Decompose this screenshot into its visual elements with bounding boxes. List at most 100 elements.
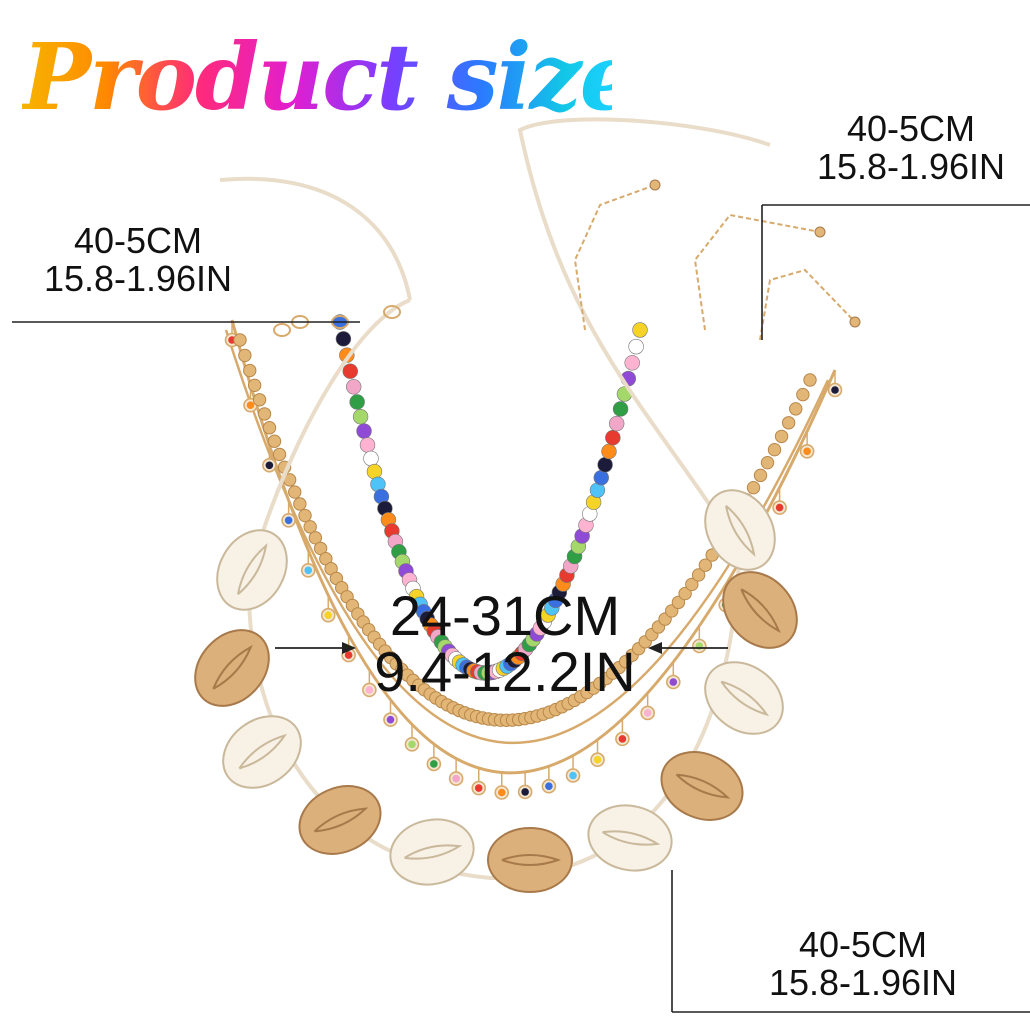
cowrie-shell (587, 804, 673, 872)
seed-bead (605, 429, 621, 446)
seed-bead-strand (332, 314, 648, 681)
charm-gem (408, 740, 416, 749)
cowrie-shell (222, 715, 302, 789)
charm-gem (618, 735, 627, 743)
charm-gem (324, 611, 333, 620)
gold-bead (781, 416, 796, 430)
charm-gem (246, 401, 255, 409)
charm-gem (304, 566, 313, 575)
charm-gem (545, 782, 553, 791)
seed-bead (359, 437, 376, 453)
cowrie-shell (722, 571, 798, 649)
gold-bead (803, 373, 817, 387)
dimension-lines (12, 204, 1030, 1013)
gold-bead (678, 586, 692, 601)
charm-gem (521, 788, 529, 796)
seed-bead (335, 331, 352, 347)
extender-3 (759, 268, 856, 341)
gold-bead (267, 434, 282, 448)
seed-bead (366, 463, 383, 480)
seed-bead (608, 415, 625, 432)
gold-bead (753, 468, 768, 483)
charm-gem (344, 651, 353, 659)
page-title: Product size (22, 2, 638, 152)
seed-bead (342, 363, 358, 379)
gold-bead (288, 485, 302, 499)
gold-bead (257, 407, 272, 421)
gold-bead (789, 402, 803, 416)
cord-right (517, 117, 771, 522)
top-right-measurement: 40-5CM 15.8-1.96IN (792, 110, 1030, 186)
charm-gem (593, 755, 602, 764)
charm-gem (284, 516, 293, 525)
bottom-right-measurement: 40-5CM 15.8-1.96IN (744, 926, 982, 1002)
gold-bead (252, 393, 267, 407)
seed-bead (356, 423, 372, 439)
extender-chains (273, 179, 861, 341)
seed-bead (601, 443, 617, 460)
top-left-measurement: 40-5CM 15.8-1.96IN (18, 222, 258, 298)
cowrie-shell (487, 827, 573, 893)
gold-bead (308, 531, 323, 545)
left-arrow (275, 642, 356, 654)
seed-bead (349, 394, 365, 410)
bottom-right-measurement-cm: 40-5CM (798, 924, 928, 965)
cord-left-lower (258, 298, 411, 541)
charm-gem (365, 686, 374, 694)
second-chain (224, 329, 830, 745)
gold-bead (243, 363, 257, 378)
gold-bead (262, 421, 277, 435)
cowrie-shell (216, 529, 288, 611)
charm-gem (803, 447, 811, 456)
charm-gem (569, 771, 577, 780)
gold-bead (685, 577, 699, 592)
lobster-clasp (273, 323, 291, 337)
seed-bead (632, 322, 648, 338)
seed-bead (593, 469, 609, 486)
gold-bead (767, 442, 782, 457)
bottom-right-measurement-in: 15.8-1.96IN (768, 962, 958, 1003)
charm-gem (775, 503, 784, 512)
charm-gem (430, 760, 438, 768)
seed-bead (363, 450, 379, 467)
cowrie-shell (704, 489, 776, 571)
cowrie-shell (298, 785, 382, 855)
gold-bead (796, 387, 810, 402)
gold-bead (746, 480, 761, 495)
gold-bead (238, 348, 252, 363)
gold-bead (698, 558, 713, 572)
cowrie-shells (194, 489, 798, 893)
gold-bead (293, 497, 307, 511)
gold-bead (671, 595, 686, 610)
seed-bead (612, 401, 629, 417)
center-measurement-cm: 24-31CM (389, 584, 621, 647)
seed-bead (352, 409, 369, 425)
extender-2 (693, 213, 821, 331)
right-arrow (648, 642, 728, 654)
gold-bead (691, 568, 706, 582)
charm-gem (474, 784, 483, 792)
lobster-clasp (383, 305, 401, 319)
seed-bead (346, 379, 362, 395)
extender-1 (573, 184, 656, 331)
gold-bead (303, 520, 317, 534)
charm-gem (265, 461, 274, 470)
top-right-measurement-in: 15.8-1.96IN (816, 146, 1006, 187)
gold-bead (774, 429, 789, 444)
gold-bead (298, 508, 312, 523)
cowrie-shell (194, 629, 270, 707)
top-right-measurement-cm: 40-5CM (846, 108, 976, 149)
extender-2-ball (814, 226, 826, 238)
charm-gem (386, 715, 395, 724)
charm-gem (831, 386, 839, 394)
seed-bead (597, 457, 613, 473)
gold-bead (760, 455, 775, 470)
top-left-measurement-cm: 40-5CM (73, 220, 203, 261)
cowrie-shell (389, 818, 475, 886)
center-measurement-in: 9.4-12.2IN (374, 640, 636, 703)
charm-gem (497, 788, 506, 797)
top-left-measurement-in: 15.8-1.96IN (43, 258, 233, 299)
gold-bead (272, 447, 287, 462)
